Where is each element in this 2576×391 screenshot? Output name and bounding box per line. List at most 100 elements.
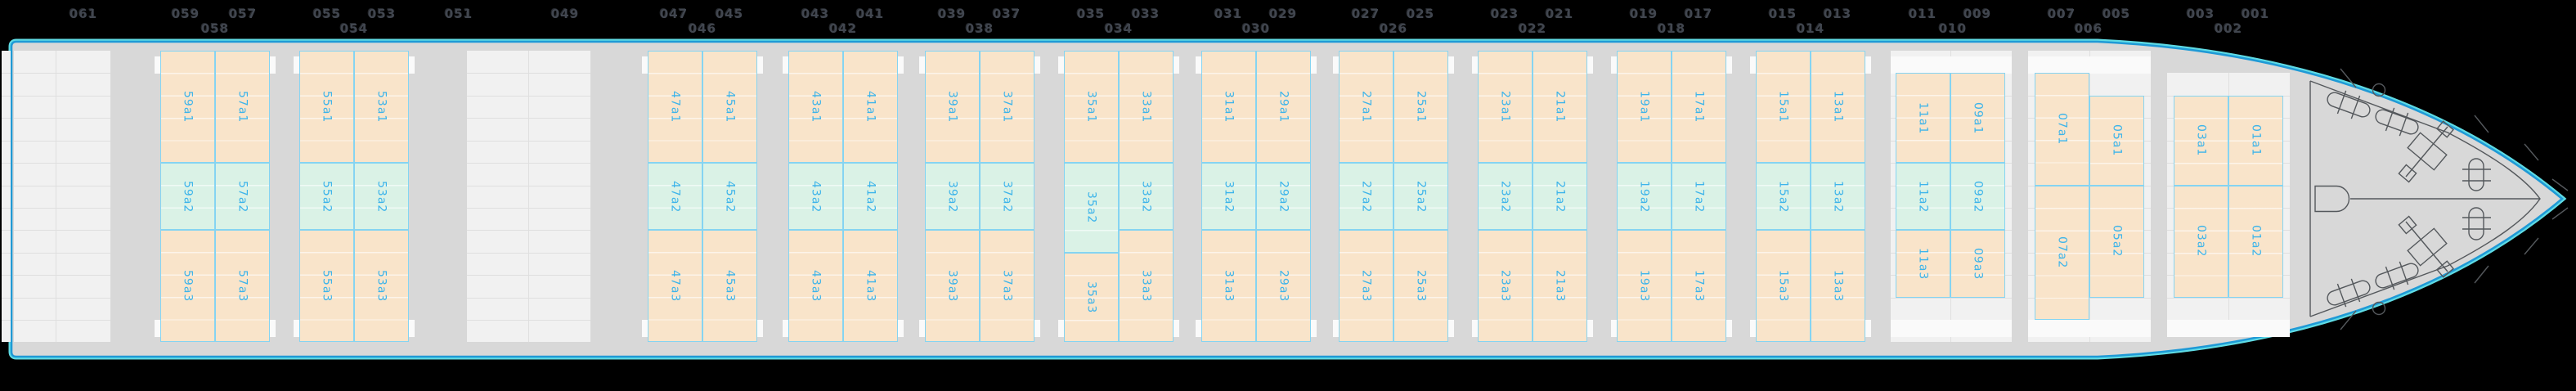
cell-15a3[interactable]: 15a3	[1756, 230, 1811, 343]
cell-05a2[interactable]: 05a2	[2089, 185, 2144, 298]
cell-03a2[interactable]: 03a2	[2174, 185, 2228, 298]
cell-17a1[interactable]: 17a1	[1672, 51, 1726, 164]
cell-29a1[interactable]: 29a1	[1256, 51, 1311, 164]
cell-23a2[interactable]: 23a2	[1478, 163, 1533, 231]
cell-39a2[interactable]: 39a2	[925, 163, 980, 231]
cell-21a1[interactable]: 21a1	[1533, 51, 1587, 164]
cell-45a3[interactable]: 45a3	[702, 230, 757, 343]
bay-label-006: 006	[2074, 21, 2103, 36]
cell-label: 01a2	[2249, 225, 2263, 258]
slot-grid-row-line	[14, 252, 110, 254]
cell-13a3[interactable]: 13a3	[1811, 230, 1865, 343]
cell-37a1[interactable]: 37a1	[980, 51, 1034, 164]
cell-35a2[interactable]: 35a2	[1064, 163, 1119, 253]
cell-35a1[interactable]: 35a1	[1064, 51, 1119, 164]
cell-29a2[interactable]: 29a2	[1256, 163, 1311, 231]
slot-grid-mid-051-049	[467, 51, 590, 343]
cell-15a2[interactable]: 15a2	[1756, 163, 1811, 231]
cell-59a3[interactable]: 59a3	[160, 230, 215, 343]
cell-27a3[interactable]: 27a3	[1339, 230, 1393, 343]
cell-57a3[interactable]: 57a3	[215, 230, 270, 343]
cell-57a2[interactable]: 57a2	[215, 163, 270, 231]
cell-03a1[interactable]: 03a1	[2174, 95, 2228, 186]
cell-07a2[interactable]: 07a2	[2035, 185, 2089, 321]
cell-25a3[interactable]: 25a3	[1393, 230, 1448, 343]
slot-grid-row-line	[14, 118, 110, 119]
cell-45a2[interactable]: 45a2	[702, 163, 757, 231]
cell-37a3[interactable]: 37a3	[980, 230, 1034, 343]
cell-label: 17a3	[1692, 270, 1706, 303]
cell-label: 37a3	[1000, 270, 1014, 303]
bay-label-007: 007	[2047, 7, 2076, 21]
cell-35a3[interactable]: 35a3	[1064, 252, 1119, 343]
cell-55a3[interactable]: 55a3	[299, 230, 354, 343]
cell-guide-notch	[919, 320, 925, 337]
cell-21a2[interactable]: 21a2	[1533, 163, 1587, 231]
cell-47a2[interactable]: 47a2	[648, 163, 702, 231]
cell-43a2[interactable]: 43a2	[788, 163, 843, 231]
cell-47a3[interactable]: 47a3	[648, 230, 702, 343]
cell-39a3[interactable]: 39a3	[925, 230, 980, 343]
cell-19a1[interactable]: 19a1	[1617, 51, 1672, 164]
cell-13a2[interactable]: 13a2	[1811, 163, 1865, 231]
bay-label-031: 031	[1214, 7, 1243, 21]
cell-27a1[interactable]: 27a1	[1339, 51, 1393, 164]
slot-grid-row-line	[14, 207, 110, 209]
cell-33a2[interactable]: 33a2	[1119, 163, 1174, 231]
cell-41a2[interactable]: 41a2	[843, 163, 898, 231]
cell-45a1[interactable]: 45a1	[702, 51, 757, 164]
cell-31a3[interactable]: 31a3	[1201, 230, 1256, 343]
cell-15a1[interactable]: 15a1	[1756, 51, 1811, 164]
cell-29a3[interactable]: 29a3	[1256, 230, 1311, 343]
cell-label: 39a2	[945, 180, 959, 213]
cell-33a3[interactable]: 33a3	[1119, 230, 1174, 343]
cell-guide-notch	[1472, 56, 1478, 74]
bay-label-010: 010	[1938, 21, 1968, 36]
cell-53a3[interactable]: 53a3	[354, 230, 409, 343]
bay-label-001: 001	[2241, 7, 2270, 21]
cell-01a2[interactable]: 01a2	[2228, 185, 2283, 298]
cell-47a1[interactable]: 47a1	[648, 51, 702, 164]
cell-31a2[interactable]: 31a2	[1201, 163, 1256, 231]
cell-19a3[interactable]: 19a3	[1617, 230, 1672, 343]
slot-grid-row-line	[2, 320, 11, 321]
cell-27a2[interactable]: 27a2	[1339, 163, 1393, 231]
cell-17a3[interactable]: 17a3	[1672, 230, 1726, 343]
cell-33a1[interactable]: 33a1	[1119, 51, 1174, 164]
cell-11a2[interactable]: 11a2	[1896, 163, 1950, 231]
cell-label: 05a1	[2110, 124, 2124, 157]
cell-11a3[interactable]: 11a3	[1896, 230, 1950, 298]
cell-09a2[interactable]: 09a2	[1950, 163, 2005, 231]
cell-53a2[interactable]: 53a2	[354, 163, 409, 231]
cell-55a2[interactable]: 55a2	[299, 163, 354, 231]
cell-guide-notch	[1174, 320, 1179, 337]
cell-59a2[interactable]: 59a2	[160, 163, 215, 231]
cell-09a3[interactable]: 09a3	[1950, 230, 2005, 298]
cell-59a1[interactable]: 59a1	[160, 51, 215, 164]
cell-39a1[interactable]: 39a1	[925, 51, 980, 164]
mooring-winch-icon	[2327, 90, 2371, 119]
cell-57a1[interactable]: 57a1	[215, 51, 270, 164]
cell-37a2[interactable]: 37a2	[980, 163, 1034, 231]
cell-23a1[interactable]: 23a1	[1478, 51, 1533, 164]
cell-13a1[interactable]: 13a1	[1811, 51, 1865, 164]
cell-43a1[interactable]: 43a1	[788, 51, 843, 164]
cell-41a1[interactable]: 41a1	[843, 51, 898, 164]
cell-41a3[interactable]: 41a3	[843, 230, 898, 343]
cell-21a3[interactable]: 21a3	[1533, 230, 1587, 343]
cell-09a1[interactable]: 09a1	[1950, 73, 2005, 164]
cell-31a1[interactable]: 31a1	[1201, 51, 1256, 164]
cell-17a2[interactable]: 17a2	[1672, 163, 1726, 231]
cell-43a3[interactable]: 43a3	[788, 230, 843, 343]
cell-25a2[interactable]: 25a2	[1393, 163, 1448, 231]
hull-frame-ticks	[2340, 68, 2569, 330]
cell-19a2[interactable]: 19a2	[1617, 163, 1672, 231]
cell-23a3[interactable]: 23a3	[1478, 230, 1533, 343]
cell-53a1[interactable]: 53a1	[354, 51, 409, 164]
cell-05a1[interactable]: 05a1	[2089, 95, 2144, 186]
cell-01a1[interactable]: 01a1	[2228, 95, 2283, 186]
cell-11a1[interactable]: 11a1	[1896, 73, 1950, 164]
cell-07a1[interactable]: 07a1	[2035, 73, 2089, 186]
cell-25a1[interactable]: 25a1	[1393, 51, 1448, 164]
cell-55a1[interactable]: 55a1	[299, 51, 354, 164]
